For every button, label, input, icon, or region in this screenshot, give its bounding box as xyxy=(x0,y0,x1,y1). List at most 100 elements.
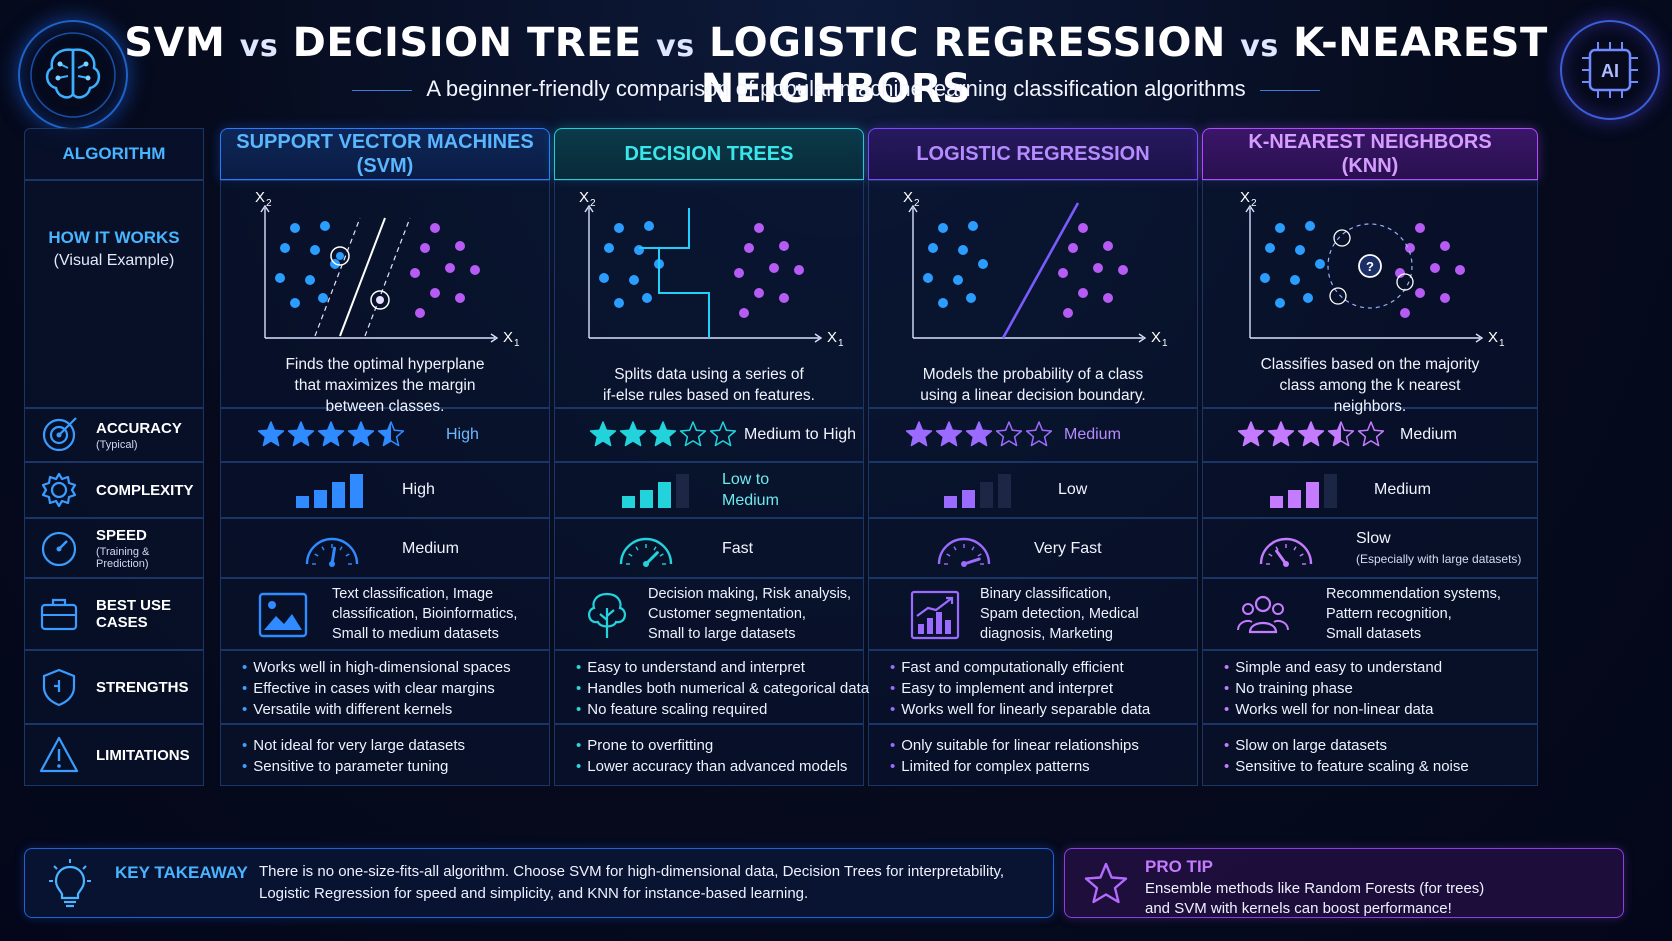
class-a-point xyxy=(966,293,976,303)
key-takeaway-title: KEY TAKEAWAY xyxy=(115,863,248,882)
class-a-point xyxy=(290,223,300,233)
class-b-point xyxy=(1455,265,1465,275)
limitation-item: Not ideal for very large datasets xyxy=(242,735,465,756)
use-case-line: classification, Bioinformatics, xyxy=(332,606,518,622)
class-b-point xyxy=(779,241,789,251)
class-a-point xyxy=(1295,245,1305,255)
row-label-title: ACCURACY xyxy=(96,419,182,437)
description-line: if-else rules based on features. xyxy=(603,387,815,404)
rating-star xyxy=(619,421,647,447)
hyperplane-line xyxy=(339,217,386,337)
dt-speed-gauge xyxy=(619,537,673,567)
lr-speed-gauge xyxy=(937,537,991,567)
row-label-cell-how xyxy=(24,180,204,408)
rating-star xyxy=(1267,421,1295,447)
complexity-bar xyxy=(658,482,671,508)
svm-limitations-list: Not ideal for very large datasetsSensiti… xyxy=(242,735,465,777)
complexity-bar xyxy=(998,474,1011,508)
knn-accuracy-stars xyxy=(1237,421,1385,447)
rating-star xyxy=(1327,421,1355,447)
complexity-bar xyxy=(1270,496,1283,508)
class-b-point xyxy=(794,265,804,275)
lightbulb-icon xyxy=(49,859,91,908)
svg-text:AI: AI xyxy=(1601,61,1619,81)
strength-item: Fast and computationally efficient xyxy=(890,657,1150,678)
use-case-line: Customer segmentation, xyxy=(648,606,806,622)
class-a-point xyxy=(642,293,652,303)
knn-column-header: K-NEAREST NEIGHBORS(KNN) xyxy=(1202,128,1538,180)
lr-speed-cell xyxy=(868,518,1198,578)
dt-accuracy-label: Medium to High xyxy=(744,426,857,443)
speed-note: (Especially with large datasets) xyxy=(1356,552,1522,566)
knn-speed-cell xyxy=(1202,518,1538,578)
rating-star xyxy=(1237,421,1265,447)
row-label-title: LIMITATIONS xyxy=(96,746,190,764)
description-line: Finds the optimal hyperplane xyxy=(285,356,485,373)
description-line: Classifies based on the majority xyxy=(1260,356,1480,373)
complexity-bar xyxy=(332,482,345,508)
header: SVM vs DECISION TREE vs LOGISTIC REGRESS… xyxy=(0,0,1672,130)
use-case-line: Text classification, Image xyxy=(332,586,494,602)
rating-star xyxy=(377,421,405,447)
class-a-point xyxy=(1275,298,1285,308)
class-b-point xyxy=(1440,241,1450,251)
row-label-cell-acc xyxy=(24,408,204,462)
row-label-text: STRENGTHS xyxy=(96,679,189,696)
class-b-point xyxy=(1118,265,1128,275)
dt-use-cases: Decision making, Risk analysis, Customer … xyxy=(648,584,851,644)
rating-star xyxy=(347,421,375,447)
class-b-point xyxy=(1395,268,1405,278)
x-axis-subscript: 1 xyxy=(1162,338,1168,349)
complexity-bar xyxy=(980,482,993,508)
rating-star xyxy=(317,421,345,447)
class-a-point xyxy=(599,273,609,283)
class-b-point xyxy=(734,268,744,278)
use-case-line: Decision making, Risk analysis, xyxy=(648,586,852,602)
row-label-acc: ACCURACY(Typical) xyxy=(24,408,204,462)
limitation-item: Only suitable for linear relationships xyxy=(890,735,1139,756)
dt-comp-cell xyxy=(554,462,864,518)
complexity-bar xyxy=(962,490,975,508)
class-a-point xyxy=(275,273,285,283)
class-b-point xyxy=(430,288,440,298)
class-b-point xyxy=(769,263,779,273)
complexity-label-line: Medium xyxy=(722,492,779,509)
dt-accuracy-stars xyxy=(589,421,737,447)
svm-use-cell xyxy=(220,578,550,650)
page-title: SVM vs DECISION TREE vs LOGISTIC REGRESS… xyxy=(124,20,1548,112)
dt-use-cell xyxy=(554,578,864,650)
strength-item: Effective in cases with clear margins xyxy=(242,678,511,699)
complexity-bar xyxy=(640,490,653,508)
key-takeaway-text: There is no one-size-fits-all algorithm.… xyxy=(259,863,1005,902)
speed-value: Slow xyxy=(1356,530,1391,547)
description-line: between classes. xyxy=(325,398,445,415)
x-axis-label: X xyxy=(1488,329,1498,346)
y-axis-subscript: 2 xyxy=(1251,198,1257,209)
warning-icon xyxy=(39,736,79,773)
class-a-point xyxy=(1275,223,1285,233)
class-b-point xyxy=(410,268,420,278)
query-point-label: ? xyxy=(1366,259,1374,274)
strength-item: Easy to implement and interpret xyxy=(890,678,1150,699)
knn-complexity-bars xyxy=(1270,474,1337,508)
svm-accuracy-label: High xyxy=(446,426,479,443)
svm-speed-gauge xyxy=(305,537,359,567)
row-label-text: COMPLEXITY xyxy=(96,482,194,499)
class-b-point xyxy=(744,243,754,253)
class-a-point xyxy=(318,293,328,303)
description-line: that maximizes the margin xyxy=(294,377,476,394)
class-b-point xyxy=(1415,288,1425,298)
class-b-point xyxy=(470,265,480,275)
description-line: Models the probability of a class xyxy=(922,366,1144,383)
x-axis-subscript: 1 xyxy=(1499,338,1505,349)
row-label-str: STRENGTHS xyxy=(24,650,204,724)
class-b-point xyxy=(420,243,430,253)
y-axis-subscript: 2 xyxy=(590,198,596,209)
class-a-point xyxy=(280,243,290,253)
tree-icon xyxy=(588,592,626,638)
dt-strengths-list: Easy to understand and interpretHandles … xyxy=(576,657,869,720)
strength-item: Works well for non-linear data xyxy=(1224,699,1442,720)
row-label-lim: LIMITATIONS xyxy=(24,724,204,786)
